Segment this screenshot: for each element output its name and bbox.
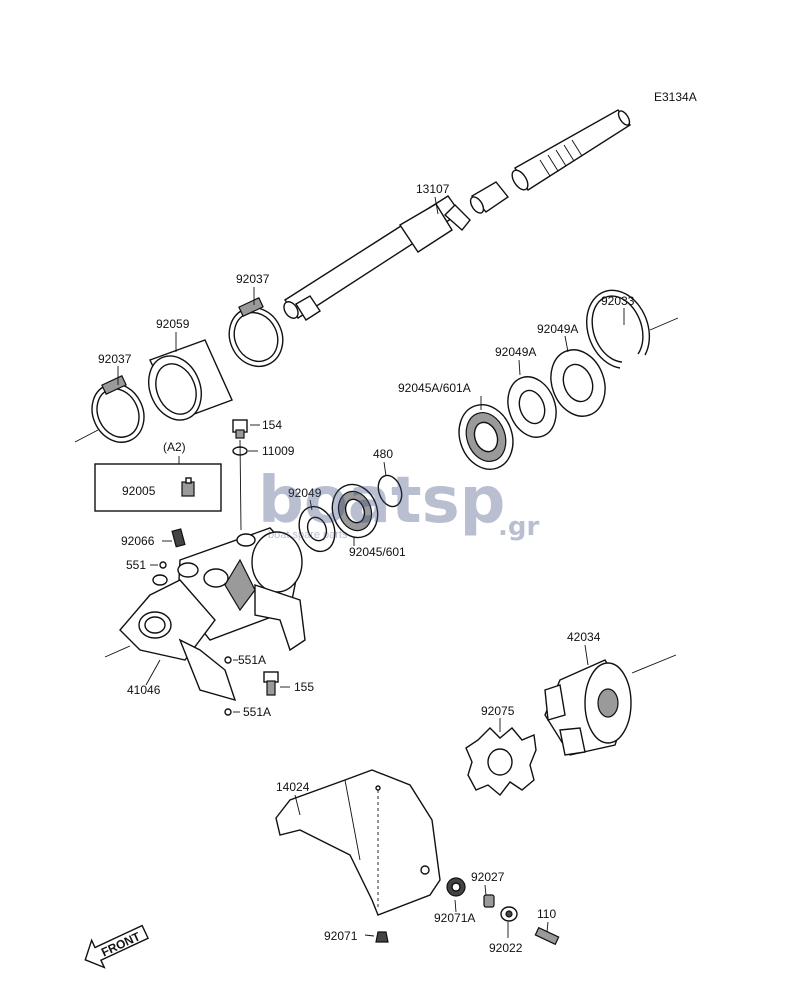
grommet-92071 <box>375 931 389 943</box>
callout-92059: 92059 <box>156 317 190 331</box>
bearing-92045A <box>458 404 514 470</box>
watermark-tld: .gr <box>498 512 539 542</box>
watermark-sub: boat spare parts <box>268 529 348 541</box>
front-label: FRONT <box>99 929 143 959</box>
hose-clamp-upper-92037 <box>228 297 284 368</box>
washer-92049A-2 <box>507 376 557 438</box>
snap-ring-480 <box>377 474 403 508</box>
axis-line-right <box>649 317 679 331</box>
callout-labels: 13107 92037 92059 92037 92033 92049A 920… <box>98 182 635 955</box>
callout-92066: 92066 <box>121 534 155 548</box>
housing-41046 <box>119 527 306 702</box>
callout-92037-lower: 92037 <box>98 352 132 366</box>
callout-41046: 41046 <box>127 683 161 697</box>
callout-92071A: 92071A <box>434 911 475 925</box>
shaft-end-threaded <box>511 109 632 191</box>
callout-11009: 11009 <box>262 444 295 458</box>
grease-fitting-92066 <box>171 528 186 548</box>
washer-92049 <box>298 505 336 553</box>
snap-ring-92033 <box>586 289 651 369</box>
shaft-coupler <box>469 181 510 214</box>
callout-92049: 92049 <box>288 486 322 500</box>
callout-92037-upper: 92037 <box>236 272 270 286</box>
axis-line-coupling <box>631 654 677 674</box>
hose-clamp-lower-92037 <box>91 375 145 443</box>
nut-551A-1 <box>224 656 232 664</box>
callout-551A-2: 551A <box>243 705 271 719</box>
nut-551 <box>159 561 167 569</box>
grommet-92071A <box>446 877 466 897</box>
bolt-155 <box>263 671 279 696</box>
leader-lines <box>117 196 625 938</box>
callout-A2: (A2) <box>163 440 186 454</box>
watermark-logo: boatsp .gr boat spare parts <box>258 464 539 542</box>
callout-14024: 14024 <box>276 780 310 794</box>
fitting-box-a2 <box>94 456 222 512</box>
bolt-110 <box>534 926 560 946</box>
damper-92075 <box>465 727 537 797</box>
callout-92005: 92005 <box>122 484 156 498</box>
callout-551: 551 <box>126 558 146 572</box>
callout-92022: 92022 <box>489 941 523 955</box>
callout-154: 154 <box>262 418 282 432</box>
callout-42034: 42034 <box>567 630 601 644</box>
callout-13107: 13107 <box>416 182 450 196</box>
washer-92049A-1 <box>550 349 606 417</box>
callout-110: 110 <box>537 907 556 921</box>
axis-line-left <box>74 429 99 443</box>
axis-line-housing <box>104 645 131 658</box>
callout-92049A-2: 92049A <box>495 345 536 359</box>
callout-480: 480 <box>373 447 393 461</box>
callout-92027: 92027 <box>471 870 505 884</box>
callout-92045: 92045/601 <box>349 545 406 559</box>
drive-shaft-13107 <box>283 195 471 321</box>
washer-92022 <box>500 906 518 922</box>
coupling-42034 <box>544 659 632 756</box>
bearing-92045 <box>331 483 379 539</box>
hose-92059 <box>148 339 233 421</box>
watermark-main: boatsp <box>258 464 505 538</box>
front-arrow: FRONT <box>84 924 149 969</box>
cover-14024 <box>275 769 441 916</box>
diagram-code: E3134A <box>654 90 697 104</box>
callout-92075: 92075 <box>481 704 515 718</box>
callout-92049A-1: 92049A <box>537 322 578 336</box>
callout-92033: 92033 <box>601 294 635 308</box>
plug-154 <box>232 419 248 439</box>
collar-92027 <box>483 894 495 908</box>
callout-92045A: 92045A/601A <box>398 381 471 395</box>
callout-551A-1: 551A <box>238 653 266 667</box>
callout-92071: 92071 <box>324 929 358 943</box>
callout-155: 155 <box>294 680 314 694</box>
nut-551A-2 <box>224 708 232 716</box>
